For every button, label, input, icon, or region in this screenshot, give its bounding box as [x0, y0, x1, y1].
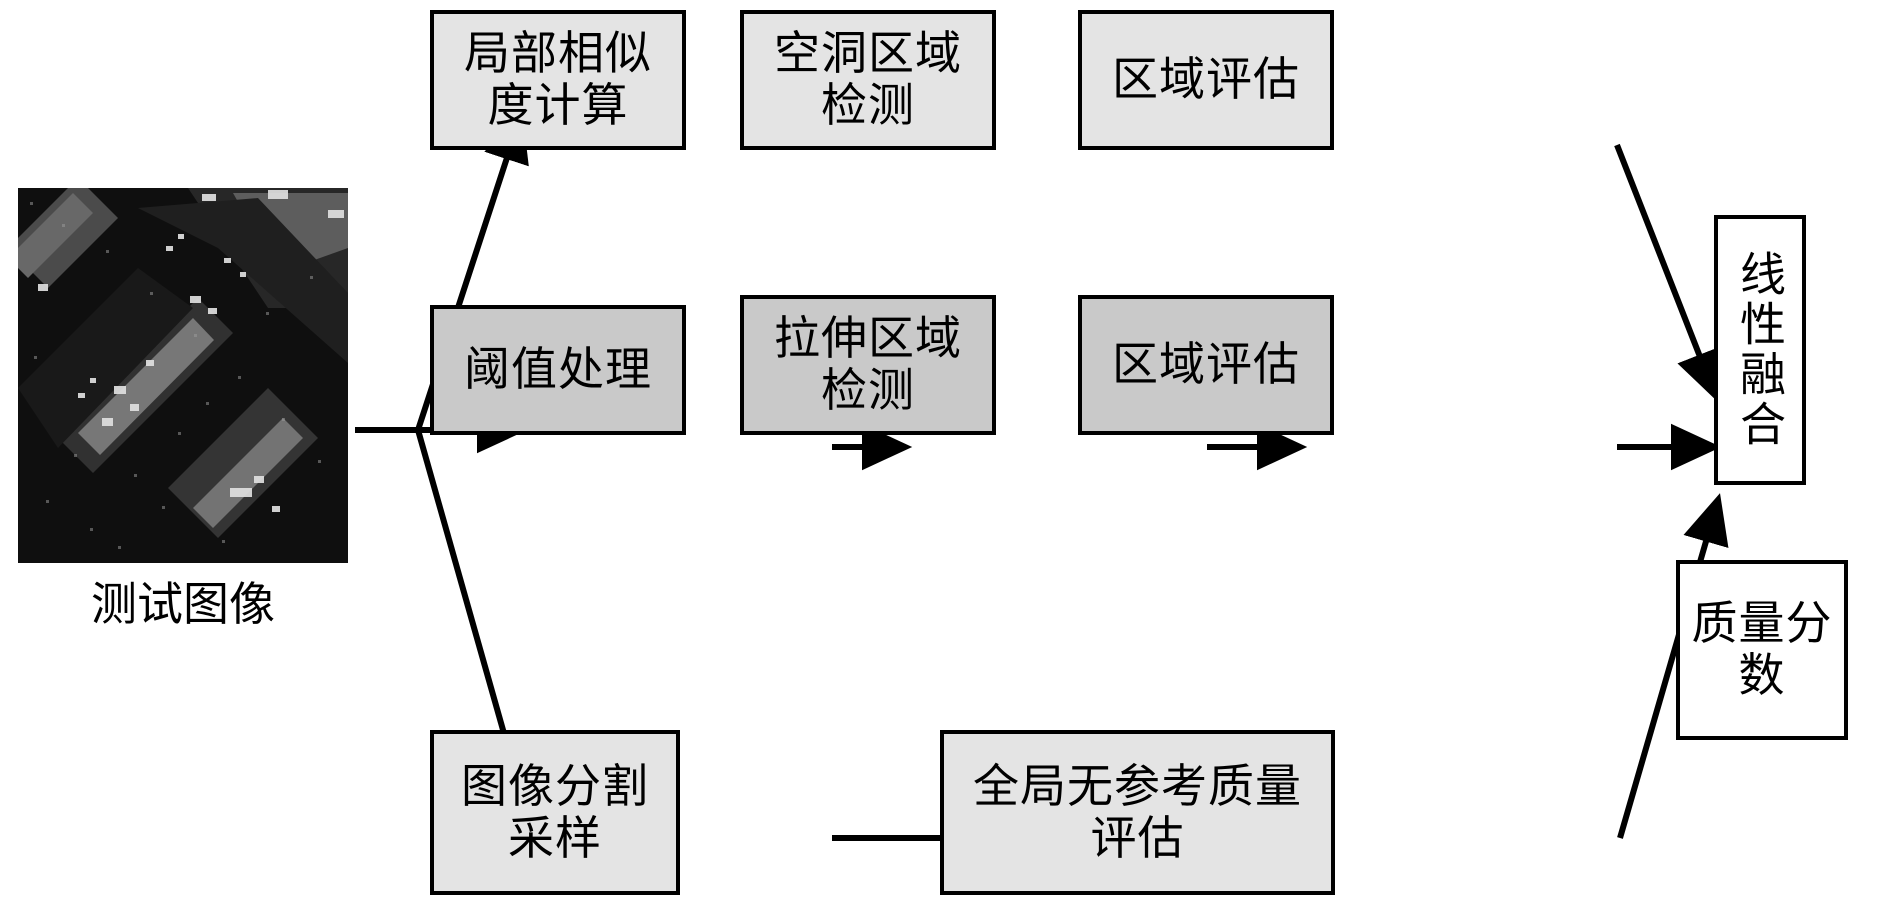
node-quality-score[interactable]: 质量分 数: [1676, 560, 1848, 740]
test-image-caption: 测试图像: [91, 577, 275, 631]
sar-test-image: [18, 188, 348, 563]
node-segment-sampling[interactable]: 图像分割 采样: [430, 730, 680, 895]
edge-region-eval-top-to-fusion: [1614, 143, 1722, 402]
node-region-eval-top[interactable]: 区域评估: [1078, 10, 1334, 150]
node-stretch-detection[interactable]: 拉伸区域 检测: [740, 295, 996, 435]
node-linear-fusion[interactable]: 线性融合: [1714, 215, 1806, 485]
node-threshold[interactable]: 阈值处理: [430, 305, 686, 435]
node-region-eval-mid[interactable]: 区域评估: [1078, 295, 1334, 435]
node-local-similarity[interactable]: 局部相似 度计算: [430, 10, 686, 150]
test-image-thumbnail: [18, 188, 348, 563]
node-global-nr-quality[interactable]: 全局无参考质量 评估: [940, 730, 1335, 895]
node-void-detection[interactable]: 空洞区域 检测: [740, 10, 996, 150]
